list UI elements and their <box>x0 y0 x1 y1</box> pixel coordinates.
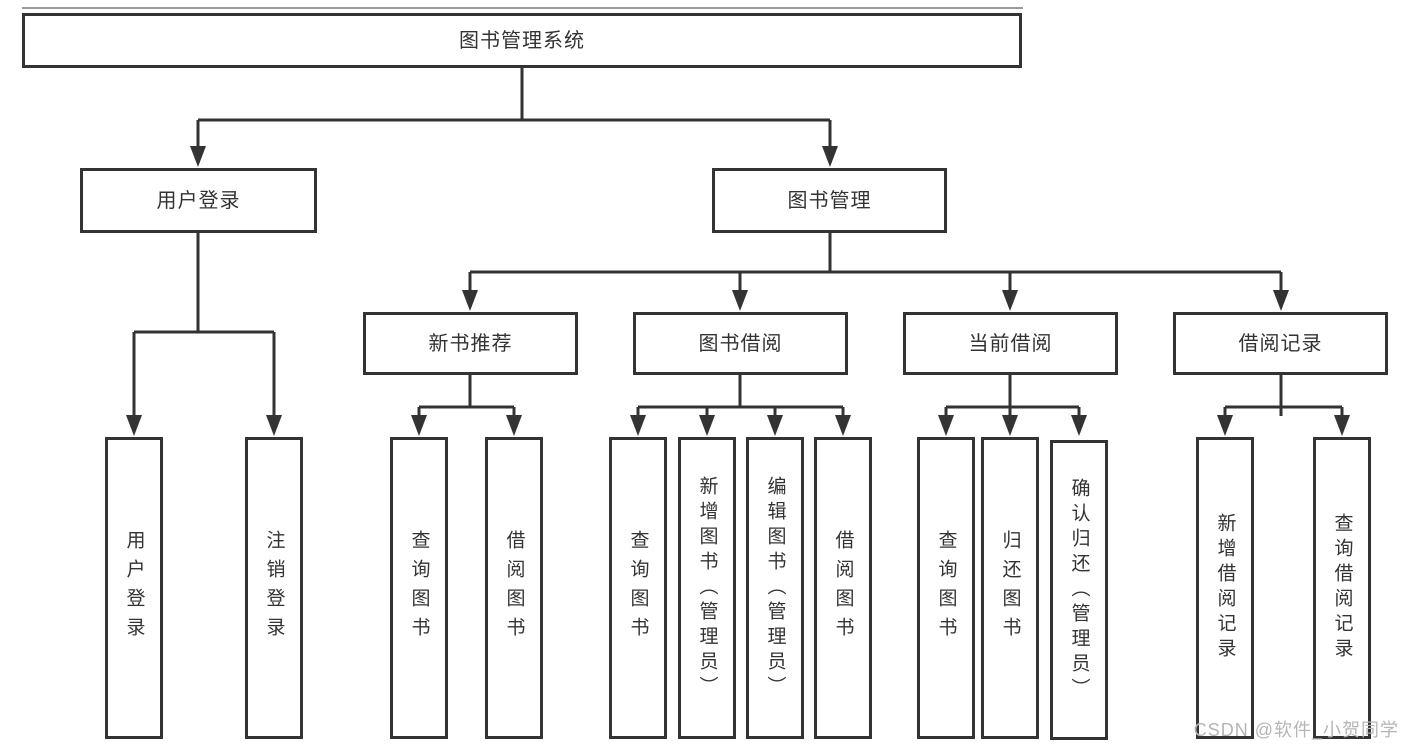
leaf-user-login: 用户登录 <box>105 437 163 739</box>
node-user-login: 用户登录 <box>80 168 317 233</box>
leaf-logout: 注销登录 <box>245 437 303 739</box>
node-current-borrow: 当前借阅 <box>903 312 1118 375</box>
leaf-borrow-borrow-books: 借阅图书 <box>814 437 872 739</box>
leaf-records-query-record: 查询借阅记录 <box>1313 437 1371 739</box>
node-book-management: 图书管理 <box>712 168 947 233</box>
leaf-current-confirm-return-admin: 确认归还（管理员） <box>1050 440 1108 740</box>
node-borrow-records: 借阅记录 <box>1173 312 1388 375</box>
csdn-watermark: CSDN @软件_小贺同学 <box>1193 720 1399 740</box>
leaf-borrow-edit-books-admin: 编辑图书（管理员） <box>746 437 804 739</box>
leaf-recommend-query-books: 查询图书 <box>390 437 448 739</box>
leaf-current-query-books: 查询图书 <box>917 437 975 739</box>
leaf-current-return-books: 归还图书 <box>981 437 1039 739</box>
leaf-borrow-query-books: 查询图书 <box>609 437 667 739</box>
leaf-borrow-add-books-admin: 新增图书（管理员） <box>678 437 736 739</box>
node-root-system: 图书管理系统 <box>22 13 1022 68</box>
leaf-recommend-borrow-books: 借阅图书 <box>485 437 543 739</box>
node-new-book-recommend: 新书推荐 <box>363 312 578 375</box>
node-book-borrow: 图书借阅 <box>633 312 848 375</box>
leaf-records-add-record: 新增借阅记录 <box>1196 437 1254 739</box>
